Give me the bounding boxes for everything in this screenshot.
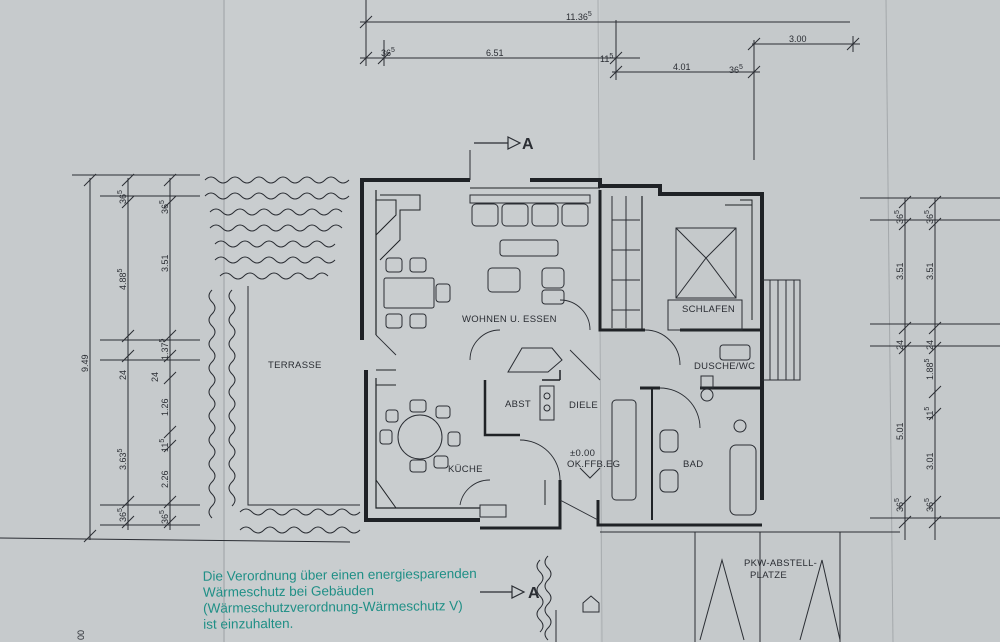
level-mark-value: ±0.00 bbox=[570, 448, 595, 459]
dim-right-b-base: 365 bbox=[924, 498, 935, 512]
dim-top-parking-width: 3.00 bbox=[789, 34, 807, 44]
hedge-planting bbox=[204, 176, 552, 641]
dimension-lines bbox=[0, 0, 1000, 543]
dim-top-living-width: 6.51 bbox=[486, 48, 504, 58]
dim-right-b-room: 3.51 bbox=[925, 262, 935, 280]
dimension-labels-right: 365 3.51 24 5.01 365 365 3.51 24 1.885 1… bbox=[76, 210, 935, 640]
section-marker-top: A bbox=[522, 136, 534, 153]
dim-left-outer1-gap: 24 bbox=[118, 370, 128, 380]
room-label-bad: BAD bbox=[683, 459, 703, 470]
level-mark-label: OK.FFB.EG bbox=[567, 459, 620, 470]
dim-right-a-room: 3.51 bbox=[895, 262, 905, 280]
dim-right-b-mid: 1.885 bbox=[924, 358, 935, 380]
dim-right-b-wall2: 115 bbox=[924, 407, 935, 420]
door-swings bbox=[375, 299, 701, 521]
dim-right-a-wall: 365 bbox=[894, 210, 905, 224]
section-arrows bbox=[474, 136, 526, 599]
dim-left-outer2-wall2: 115 bbox=[159, 439, 170, 452]
room-label-dusche: DUSCHE/WC bbox=[694, 361, 755, 372]
dimension-labels-top: 11.365 365 6.51 115 4.01 365 3.00 bbox=[381, 11, 807, 75]
room-label-terrasse: TERRASSE bbox=[268, 360, 322, 371]
dim-left-outer2-opening: 1.375 bbox=[159, 338, 170, 360]
dim-right-b-lower: 3.01 bbox=[925, 452, 935, 470]
dim-left-outer2-wall: 365 bbox=[159, 200, 170, 214]
dim-left-outer2-gap: 24 bbox=[150, 372, 160, 382]
dim-top-right-wall: 365 bbox=[729, 64, 743, 75]
dim-right-b-wall: 365 bbox=[924, 210, 935, 224]
dim-left-outer1-base: 365 bbox=[117, 508, 128, 522]
dim-top-total: 11.365 bbox=[566, 11, 592, 22]
furniture bbox=[379, 150, 900, 642]
dim-top-middle-wall: 115 bbox=[600, 53, 613, 64]
dim-left-outer2-lower: 2.26 bbox=[160, 470, 170, 488]
dim-top-left-wall: 365 bbox=[381, 47, 395, 58]
dim-right-a-base: 365 bbox=[894, 498, 905, 512]
dim-left-outer2-mid: 1.26 bbox=[160, 398, 170, 416]
room-label-kueche: KÜCHE bbox=[448, 464, 483, 475]
dimension-labels-left: 9.49 365 4.885 24 3.635 365 365 3.51 1.3… bbox=[80, 190, 170, 524]
dim-left-outer2-base: 365 bbox=[159, 510, 170, 524]
room-label-pkw-line2: PLATZE bbox=[750, 570, 787, 581]
room-label-abst: ABST bbox=[505, 399, 531, 410]
dim-left-outer1-room: 4.885 bbox=[117, 268, 128, 290]
room-labels: WOHNEN U. ESSEN SCHLAFEN DUSCHE/WC TERRA… bbox=[268, 136, 817, 602]
dim-top-bedroom-width: 4.01 bbox=[673, 62, 691, 72]
dim-left-outer1-wall: 365 bbox=[117, 190, 128, 204]
room-label-diele: DIELE bbox=[569, 400, 598, 411]
dim-right-b-gap: 24 bbox=[925, 340, 935, 350]
dim-left-outer1-lower: 3.635 bbox=[117, 448, 128, 470]
dim-left-outer2-room: 3.51 bbox=[160, 254, 170, 272]
room-label-wohnen: WOHNEN U. ESSEN bbox=[462, 314, 557, 325]
dim-right-a-total: 5.01 bbox=[895, 422, 905, 440]
room-label-schlafen: SCHLAFEN bbox=[682, 304, 735, 315]
paper-shade-left bbox=[0, 0, 225, 642]
edge-label: 00 bbox=[76, 630, 86, 640]
dim-left-total: 9.49 bbox=[80, 354, 90, 372]
room-label-pkw-line1: PKW-ABSTELL- bbox=[744, 558, 817, 569]
energy-regulation-stamp: Die Verordnung über einen energiesparend… bbox=[203, 565, 544, 633]
dim-right-a-gap: 24 bbox=[895, 340, 905, 350]
section-marker-bottom: A bbox=[528, 585, 540, 602]
fold-line-right bbox=[885, 0, 894, 642]
